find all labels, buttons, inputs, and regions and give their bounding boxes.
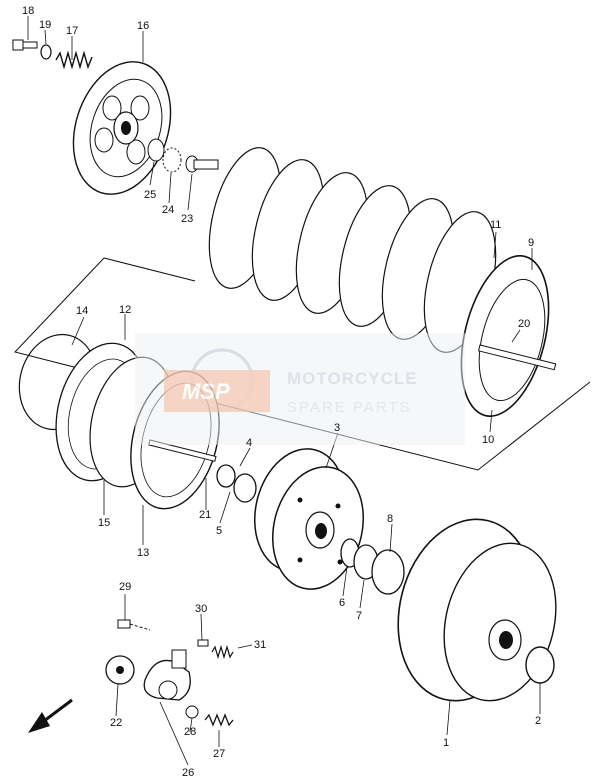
bearing-24 [162, 147, 182, 173]
washer-25 [147, 138, 165, 162]
washer-5 [233, 473, 257, 503]
label-part-28: 28 [184, 726, 196, 738]
push-rod-20 [477, 344, 557, 371]
watermark-logo-text: MSP [182, 379, 230, 404]
watermark-subtitle: SPARE PARTS [287, 399, 412, 416]
label-part-29: 29 [119, 581, 131, 593]
watermark-title: MOTORCYCLE [287, 369, 418, 388]
drive-plate-9 [460, 255, 550, 417]
washer-8 [371, 549, 405, 595]
release-arm-26 [143, 649, 191, 701]
label-part-2: 2 [535, 715, 541, 727]
label-part-4: 4 [246, 437, 252, 449]
clutch-housing-1 [397, 518, 557, 702]
screw-27 [204, 713, 234, 727]
label-part-12: 12 [119, 304, 131, 316]
label-part-13: 13 [137, 547, 149, 559]
label-part-22: 22 [110, 717, 122, 729]
clutch-hub-3 [253, 448, 365, 590]
clutch-plate-stack [208, 147, 497, 353]
label-part-10: 10 [482, 434, 494, 446]
direction-arrow-icon [28, 698, 73, 733]
pressure-plate [72, 61, 172, 195]
part-labels: 1234567891011121314151617181920212223242… [22, 5, 541, 779]
label-part-25: 25 [144, 189, 156, 201]
label-part-15: 15 [98, 517, 110, 529]
spring-17 [55, 50, 93, 70]
label-part-14: 14 [76, 305, 88, 317]
screw-29 [117, 619, 151, 631]
label-part-5: 5 [216, 525, 222, 537]
label-part-17: 17 [66, 25, 78, 37]
pin-30 [197, 639, 209, 647]
label-part-20: 20 [518, 318, 530, 330]
label-part-26: 26 [182, 767, 194, 779]
label-part-27: 27 [213, 748, 225, 760]
watermark-logo-box [164, 370, 270, 412]
nut-4 [216, 464, 236, 488]
label-part-30: 30 [195, 603, 207, 615]
label-part-18: 18 [22, 5, 34, 17]
label-part-23: 23 [181, 213, 193, 225]
label-part-8: 8 [387, 513, 393, 525]
washer-28 [185, 705, 199, 719]
label-part-24: 24 [162, 204, 174, 216]
label-part-3: 3 [334, 422, 340, 434]
label-part-21: 21 [199, 509, 211, 521]
label-part-9: 9 [528, 237, 534, 249]
watermark: MSP MOTORCYCLE SPARE PARTS [135, 333, 465, 445]
label-part-19: 19 [39, 19, 51, 31]
washer-2 [525, 646, 555, 684]
label-part-6: 6 [339, 597, 345, 609]
label-part-7: 7 [356, 610, 362, 622]
label-part-31: 31 [254, 639, 266, 651]
spring-31 [211, 644, 234, 660]
label-part-16: 16 [137, 20, 149, 32]
bolt-18 [12, 39, 38, 51]
label-part-1: 1 [443, 737, 449, 749]
push-piece-23 [185, 155, 219, 173]
label-part-11: 11 [490, 219, 501, 231]
washer-19 [40, 44, 52, 60]
